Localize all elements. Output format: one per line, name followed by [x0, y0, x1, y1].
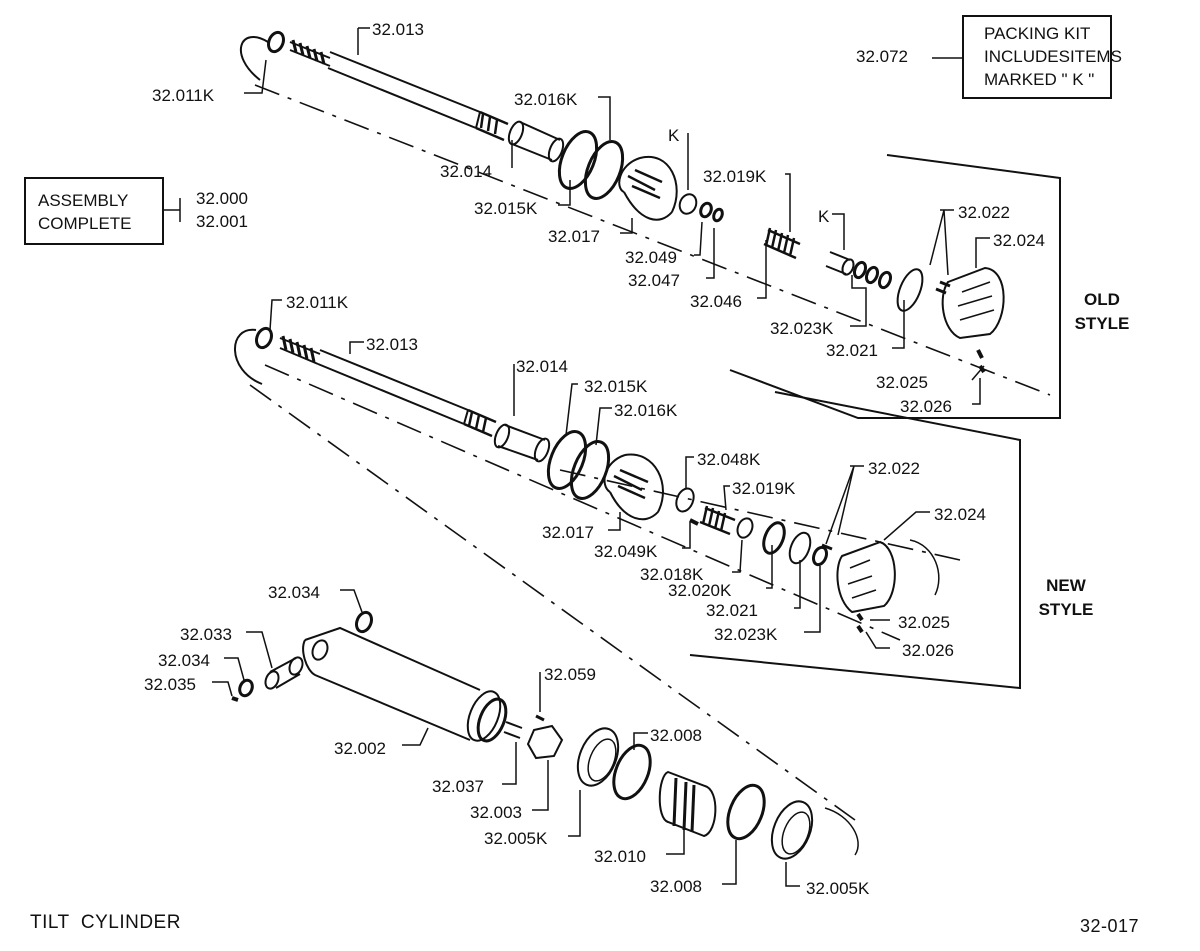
seal-ring [557, 130, 599, 190]
packing-kit-part-number: 32.072 [856, 47, 908, 66]
part-callout: 32.035 [144, 675, 196, 694]
part-callout: 32.034 [268, 583, 320, 602]
spring [763, 227, 801, 260]
assembly-part-a: 32.000 [196, 189, 248, 208]
bracket [729, 154, 1061, 419]
spring [699, 505, 736, 536]
part-callout: 32.021 [826, 341, 878, 360]
part-callout: 32.059 [544, 665, 596, 684]
bushing [497, 424, 546, 461]
part-callout: 32.023K [770, 319, 834, 338]
packing-kit-line2: INCLUDESITEMS [984, 47, 1122, 66]
packing-kit-box: PACKING KIT INCLUDESITEMS MARKED " K " [962, 15, 1122, 99]
piston [618, 155, 678, 221]
old-style-label: OLD STYLE [1072, 288, 1132, 336]
part-callout: 32.016K [514, 90, 578, 109]
part-callout: 32.037 [432, 777, 484, 796]
packing-kit-line3: MARKED " K " [984, 70, 1095, 89]
part-callout: 32.023K [714, 625, 778, 644]
part-callout: 32.005K [484, 829, 548, 848]
part-callout: 32.046 [690, 292, 742, 311]
assembly-box: ASSEMBLY COMPLETE [24, 177, 164, 245]
part-callout: 32.010 [594, 847, 646, 866]
part-callout: K [818, 207, 830, 226]
old-style-line2: STYLE [1074, 314, 1130, 333]
new-style-label: NEW STYLE [1034, 574, 1098, 622]
o-ring [255, 326, 273, 350]
part-callout: 32.003 [470, 803, 522, 822]
new-style-line1: NEW [1046, 576, 1086, 595]
piston-rod [327, 51, 481, 129]
part-callout: 32.015K [584, 377, 648, 396]
cylinder-body [302, 626, 481, 741]
part-callout: 32.025 [876, 373, 928, 392]
part-callout: 32.049 [625, 248, 677, 267]
part-callout: 32.019K [703, 167, 767, 186]
wire-loop [240, 36, 269, 81]
part-callout: 32.022 [958, 203, 1010, 222]
part-callout: 32.034 [158, 651, 210, 670]
bushing [511, 121, 561, 161]
part-callout: 32.013 [366, 335, 418, 354]
seal-ring [569, 440, 611, 500]
o-ring [267, 30, 285, 54]
packing-kit-line1: PACKING KIT [984, 24, 1091, 43]
bearing [658, 770, 717, 838]
part-callout: 32.033 [180, 625, 232, 644]
piston-rod [317, 349, 469, 425]
part-callout: 32.008 [650, 877, 702, 896]
part-callout: 32.019K [732, 479, 796, 498]
part-callout: 32.011K [286, 293, 349, 312]
part-callout: K [668, 126, 680, 145]
centerline [264, 364, 901, 641]
part-callout: 32.024 [934, 505, 986, 524]
part-callout: 32.026 [902, 641, 954, 660]
part-callout: 32.008 [650, 726, 702, 745]
part-callout: 32.047 [628, 271, 680, 290]
part-callout: 32.017 [542, 523, 594, 542]
old-style-line1: OLD [1084, 290, 1120, 309]
part-callout: 32.002 [334, 739, 386, 758]
seal-ring [546, 430, 588, 490]
diagram-title: TILT CYLINDER [30, 912, 181, 933]
seal-ring [583, 140, 625, 200]
part-callout: 32.024 [993, 231, 1045, 250]
assembly-line2: COMPLETE [38, 214, 132, 233]
part-callout: 32.017 [548, 227, 600, 246]
part-callout: 32.005K [806, 879, 870, 898]
wire-loop [234, 328, 263, 385]
centerline [249, 384, 856, 821]
part-callout: 32.025 [898, 613, 950, 632]
assembly-part-b: 32.001 [196, 212, 248, 231]
part-callout: 32.014 [440, 162, 492, 181]
assembly-line1: ASSEMBLY [38, 191, 129, 210]
part-callout: 32.020K [668, 581, 732, 600]
drawing-number: 32-017 [1080, 916, 1140, 936]
piston [603, 453, 664, 521]
bracket [689, 391, 1021, 690]
new-style-line2: STYLE [1038, 600, 1094, 619]
part-callout: 32.018K [640, 565, 704, 584]
part-callout: 32.049K [594, 542, 658, 561]
part-callout: 32.016K [614, 401, 678, 420]
part-callout: 32.013 [372, 20, 424, 39]
part-callout: 32.015K [474, 199, 538, 218]
part-callout: 32.011K [152, 86, 215, 105]
disc [896, 268, 924, 312]
part-callout: 32.021 [706, 601, 758, 620]
gland-nut [836, 540, 896, 614]
part-callout: 32.014 [516, 357, 568, 376]
part-callout: 32.026 [900, 397, 952, 416]
part-callout: 32.048K [697, 450, 761, 469]
gland-nut [941, 266, 1005, 340]
part-callout: 32.022 [868, 459, 920, 478]
